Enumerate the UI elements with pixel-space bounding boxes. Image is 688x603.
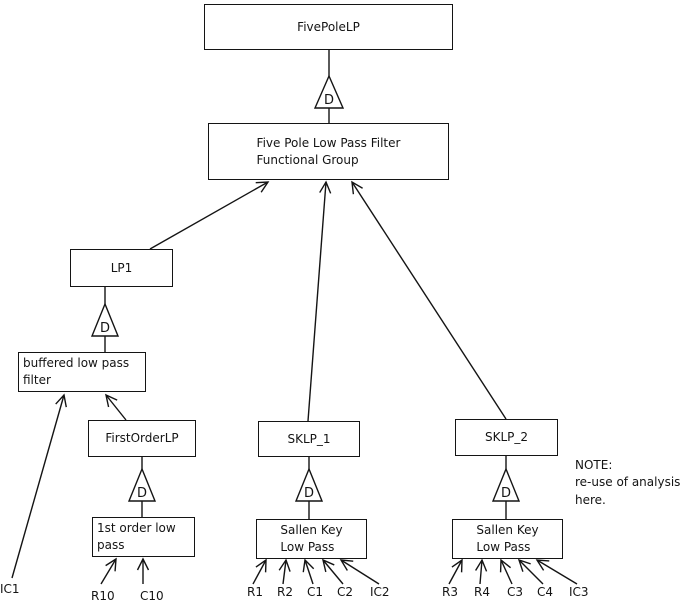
connector-c2 [321, 558, 344, 585]
note-line2: re-use of analysis [575, 475, 681, 490]
note-annotation: NOTE: re-use of analysis here. [575, 457, 680, 509]
node-first-order-low-pass[interactable]: 1st order low pass [92, 517, 195, 557]
node-functional-group-line1: Five Pole Low Pass Filter [256, 135, 401, 150]
note-line3: here. [575, 492, 606, 507]
decomposition-label-1: D [324, 93, 334, 108]
node-sklp2-label: SKLP_2 [484, 430, 529, 445]
node-sallen-key-low-pass-2[interactable]: Sallen Key Low Pass [452, 519, 563, 559]
connector-r3 [448, 558, 463, 585]
connector-c1 [302, 558, 315, 585]
node-functional-group-line2: Functional Group [256, 152, 359, 167]
connector-ic3 [535, 559, 578, 585]
note-line1: NOTE: [575, 458, 613, 472]
node-sklp1[interactable]: SKLP_1 [258, 421, 360, 457]
node-sallen1-line2: Low Pass [280, 540, 335, 554]
node-first-order-line1: 1st order low [97, 521, 176, 536]
node-sklp2[interactable]: SKLP_2 [455, 419, 558, 456]
node-sallen1-line1: Sallen Key [280, 523, 343, 538]
node-sallen2-line1: Sallen Key [476, 523, 539, 538]
connector-c3 [499, 558, 513, 585]
component-label-r1: R1 [247, 585, 263, 599]
node-sallen-key-low-pass-1[interactable]: Sallen Key Low Pass [256, 519, 367, 559]
node-buffered-line2: filter [23, 373, 51, 387]
connector-lp1-to-functional-group [149, 181, 270, 250]
component-label-c3: C3 [507, 585, 524, 599]
connector-c4 [517, 558, 544, 585]
component-label-r3: R3 [442, 585, 458, 599]
component-label-ic2: IC2 [370, 585, 390, 599]
component-label-r2: R2 [277, 585, 293, 599]
decomposition-label-2: D [100, 321, 110, 336]
node-sklp1-label: SKLP_1 [287, 431, 331, 446]
connector-r2 [278, 558, 291, 585]
connector-ic1-to-buffered [11, 393, 67, 579]
component-label-c1: C1 [307, 585, 324, 599]
connector-sklp2-to-functional-group [351, 180, 507, 420]
component-label-c4: C4 [537, 585, 554, 599]
node-fivepolelp[interactable]: FivePoleLP [204, 4, 453, 50]
component-label-ic1: IC1 [0, 582, 20, 596]
connector-firstorderlp-to-buffered [105, 393, 127, 421]
node-buffered-line1: buffered low pass [23, 356, 130, 371]
component-label-c2: C2 [337, 585, 354, 599]
component-label-r4: R4 [474, 585, 490, 599]
node-firstorderlp[interactable]: FirstOrderLP [88, 420, 196, 457]
decomposition-label-4: D [304, 486, 314, 501]
node-first-order-line2: pass [97, 538, 125, 552]
node-fivepolelp-label: FivePoleLP [297, 19, 360, 34]
connector-r10 [100, 557, 117, 585]
decomposition-label-5: D [501, 486, 511, 501]
connector-sklp1-to-functional-group [307, 180, 332, 422]
component-label-r10: R10 [91, 589, 115, 603]
node-sallen2-line2: Low Pass [476, 540, 531, 554]
node-buffered-low-pass-filter[interactable]: buffered low pass filter [18, 352, 146, 392]
connector-r4 [475, 558, 488, 585]
node-lp1[interactable]: LP1 [70, 249, 173, 287]
connector-ic2 [339, 559, 380, 585]
connector-r1 [252, 558, 267, 585]
node-firstorderlp-label: FirstOrderLP [105, 431, 179, 446]
component-label-ic3: IC3 [569, 585, 589, 599]
node-lp1-label: LP1 [110, 260, 133, 275]
node-functional-group[interactable]: Five Pole Low Pass Filter Functional Gro… [208, 123, 449, 180]
component-label-c10: C10 [140, 589, 164, 603]
decomposition-label-3: D [137, 486, 147, 501]
